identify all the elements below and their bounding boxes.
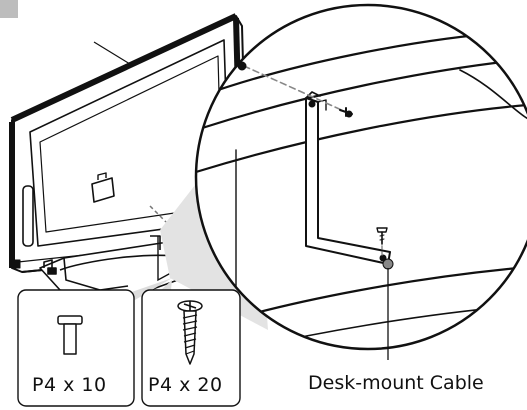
- callout-dot: [383, 259, 393, 269]
- leader-line: [94, 42, 130, 64]
- screw-label-2: P4 x 20: [148, 374, 223, 396]
- screw-label-1: P4 x 10: [32, 374, 107, 396]
- corner-shade: [0, 0, 18, 18]
- desk-mount-cable-label: Desk-mount Cable: [308, 372, 484, 394]
